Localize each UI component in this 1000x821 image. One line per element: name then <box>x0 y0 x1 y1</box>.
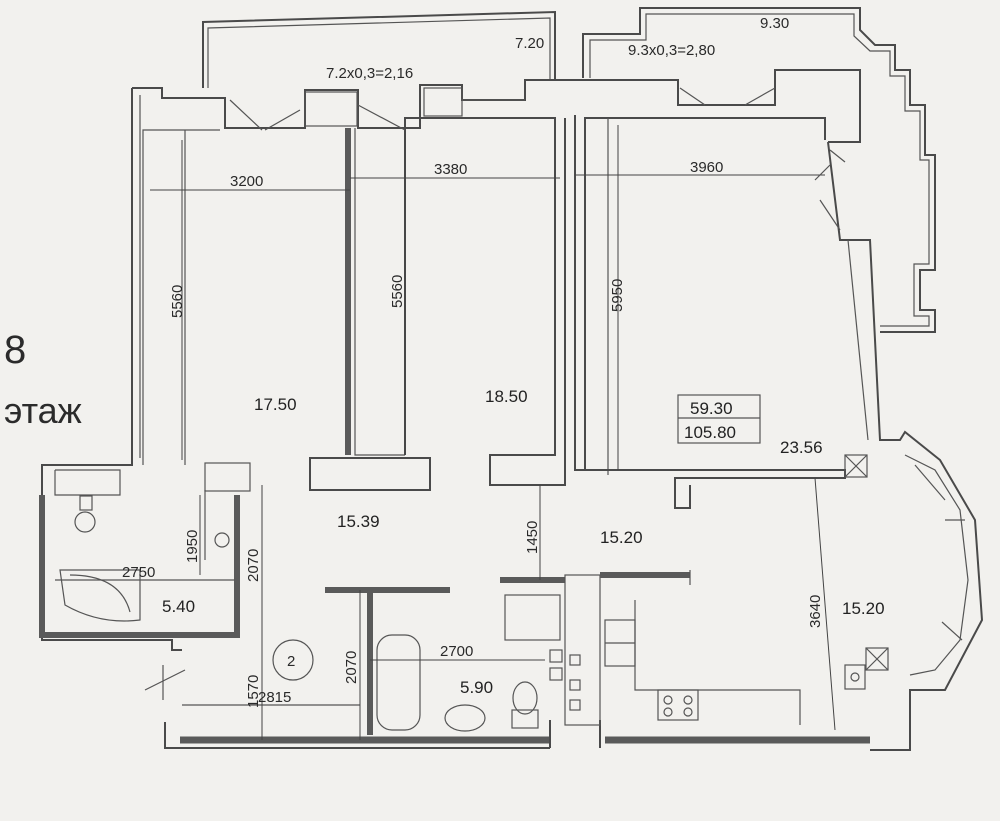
kitchen <box>539 454 889 731</box>
area-bath1: 5.40 <box>162 597 195 616</box>
loggia-right <box>582 7 936 333</box>
room-1 <box>142 128 351 465</box>
balcony-doors <box>229 87 525 131</box>
area-hall: 15.39 <box>337 512 380 531</box>
area-room3: 23.56 <box>780 438 823 457</box>
total-living: 59.30 <box>690 399 733 418</box>
entrance-marker: 2 <box>287 653 295 670</box>
dim-bath2-w: 2700 <box>440 643 473 660</box>
room-2 <box>309 117 566 491</box>
area-room1: 17.50 <box>254 395 297 414</box>
dim-w-room2: 3380 <box>434 161 467 178</box>
dim-bath-h: 1950 <box>184 530 201 563</box>
floor-word: этаж <box>4 390 82 431</box>
dim-h-room2: 5560 <box>389 275 406 308</box>
outer-walls <box>41 69 984 751</box>
dim-corridor-h: 1450 <box>524 521 541 554</box>
area-bath2: 5.90 <box>460 678 493 697</box>
floor-number: 8 <box>4 328 27 372</box>
dim-hall-h: 2070 <box>343 651 360 684</box>
total-area: 105.80 <box>684 423 736 442</box>
loggia-left <box>202 10 556 88</box>
loggia-left-calc: 7.2x0,3=2,16 <box>326 65 413 82</box>
area-corridor: 15.20 <box>600 528 643 547</box>
area-kitchen: 15.20 <box>842 599 885 618</box>
bathroom-2 <box>370 574 601 732</box>
bathroom-1 <box>39 462 251 638</box>
area-room2: 18.50 <box>485 387 528 406</box>
dim-entry-h: 1570 <box>245 675 262 708</box>
loggia-left-area: 7.20 <box>515 35 544 52</box>
dim-kitchen-h: 3640 <box>807 595 824 628</box>
loggia-right-calc: 9.3x0,3=2,80 <box>628 42 715 59</box>
dim-w-room3: 3960 <box>690 159 723 176</box>
dim-h-room1: 5560 <box>169 285 186 318</box>
dim-bath-w: 2750 <box>122 564 155 581</box>
dim-wc-h: 2070 <box>245 549 262 582</box>
dim-entry-w: 2815 <box>258 689 291 706</box>
dim-h-room3: 5950 <box>609 279 626 312</box>
dim-w-room1: 3200 <box>230 173 263 190</box>
hall <box>144 485 450 740</box>
totals-box <box>677 394 761 444</box>
loggia-right-area: 9.30 <box>760 15 789 32</box>
